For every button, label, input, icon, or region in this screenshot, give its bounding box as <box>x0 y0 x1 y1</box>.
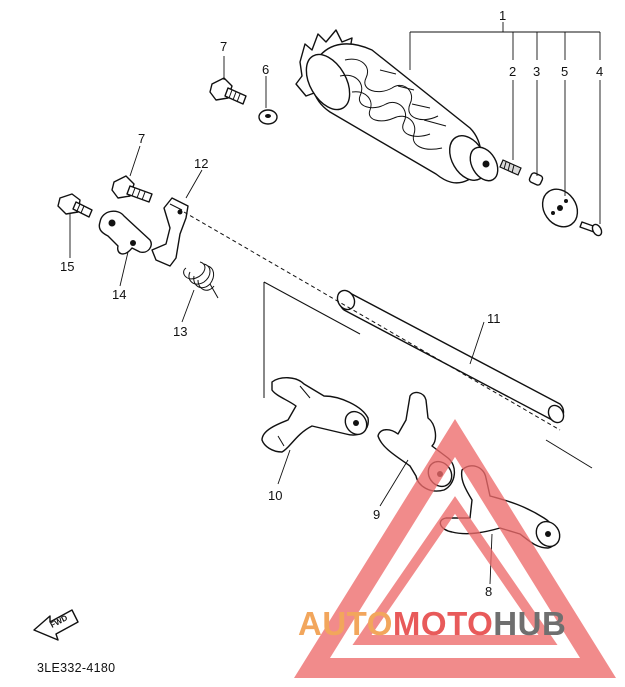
callout-11: 11 <box>487 311 501 326</box>
fwd-arrow-icon: FWD <box>33 609 79 641</box>
bolt-7-middle <box>111 175 153 203</box>
callout-15: 15 <box>60 259 74 274</box>
callout-10: 10 <box>268 488 282 503</box>
callout-5: 5 <box>561 64 568 79</box>
callout-4: 4 <box>596 64 603 79</box>
bracket-12 <box>151 197 189 267</box>
screw-4 <box>579 221 603 237</box>
callout-6: 6 <box>262 62 269 77</box>
guide-lines <box>183 211 593 469</box>
watermark-moto: MOTO <box>393 605 493 642</box>
callout-8: 8 <box>485 584 492 599</box>
watermark-hub: HUB <box>493 605 566 642</box>
watermark-text: AUTOMOTOHUB <box>298 605 566 642</box>
bolt-7-top <box>209 77 247 105</box>
plate-5 <box>541 188 579 228</box>
callout-7-top: 7 <box>220 39 227 54</box>
watermark-triangle-icon <box>294 419 616 678</box>
shift-drum <box>295 29 499 184</box>
callout-14: 14 <box>112 287 126 302</box>
leader-lines <box>69 22 601 585</box>
washer-6 <box>258 109 278 125</box>
callout-3: 3 <box>533 64 540 79</box>
spring-13 <box>183 261 219 299</box>
watermark-logo-text: AUTOMOTOHUB <box>298 605 566 642</box>
shift-fork-shaft-11 <box>336 289 565 424</box>
shift-fork-10 <box>261 377 369 453</box>
callout-2: 2 <box>509 64 516 79</box>
callout-labels: 1 2 3 4 5 6 7 7 8 9 10 11 12 13 14 15 <box>60 8 603 599</box>
pin-2 <box>499 159 522 176</box>
diagram-code: 3LE332-4180 <box>37 661 116 675</box>
bolt-15 <box>57 193 93 218</box>
callout-9: 9 <box>373 507 380 522</box>
watermark-auto: AUTO <box>298 605 393 642</box>
callout-13: 13 <box>173 324 187 339</box>
watermark-inner-triangle-icon <box>352 496 558 645</box>
callout-12: 12 <box>194 156 208 171</box>
callout-1: 1 <box>499 8 506 23</box>
collar-3 <box>528 172 544 186</box>
watermark <box>294 419 616 678</box>
callout-7-middle: 7 <box>138 131 145 146</box>
stopper-lever-14 <box>98 210 152 255</box>
